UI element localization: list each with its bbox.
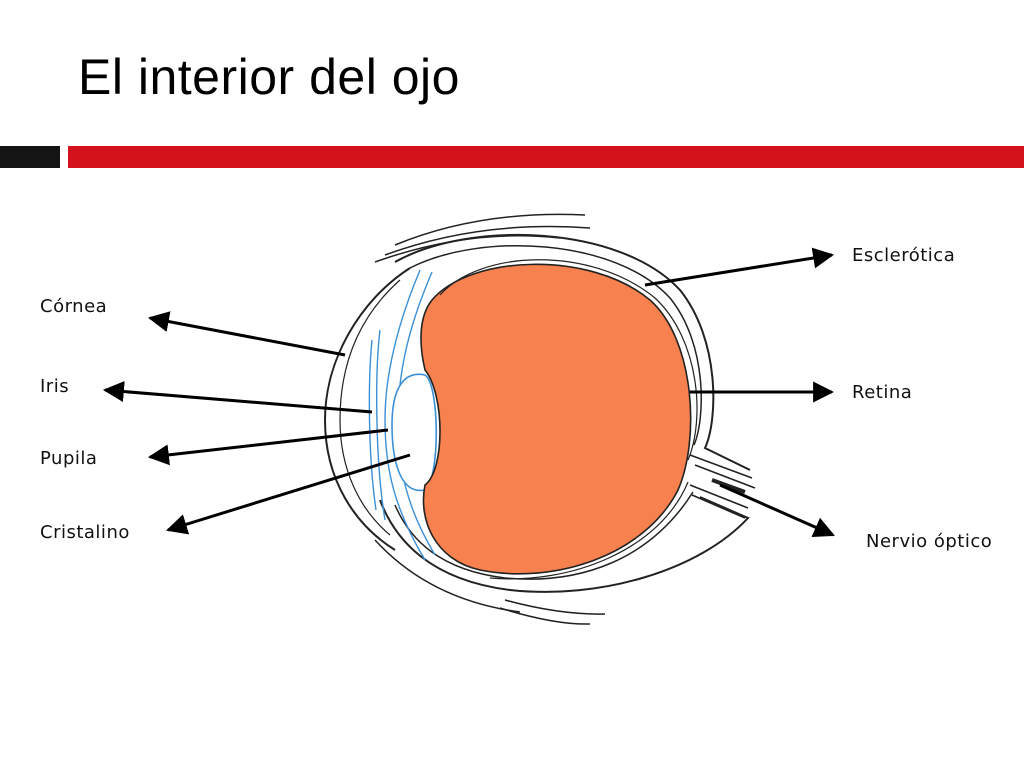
vitreous-body bbox=[420, 263, 692, 575]
eye-diagram: Córnea Iris Pupila Cristalino Esclerótic… bbox=[40, 213, 992, 625]
title-bar-dark-block bbox=[0, 146, 60, 168]
optic-nerve bbox=[689, 454, 756, 519]
cristalino-arrow bbox=[165, 453, 411, 535]
title-bar-red-stripe bbox=[68, 146, 1024, 168]
lower-lid-line-2 bbox=[504, 599, 606, 615]
slide-title: El interior del ojo bbox=[78, 49, 460, 105]
retina-layer-lower bbox=[489, 481, 689, 580]
label-cristalino: Cristalino bbox=[40, 522, 130, 543]
upper-lid-line-2 bbox=[384, 225, 591, 256]
label-iris: Iris bbox=[40, 376, 69, 397]
label-esclerotica: Esclerótica bbox=[852, 245, 955, 266]
label-pupila: Pupila bbox=[40, 448, 97, 469]
lower-lid-line-1 bbox=[374, 539, 521, 613]
pupila-arrow bbox=[147, 428, 389, 466]
esclerotica-arrow bbox=[644, 247, 835, 287]
upper-lid-line-1 bbox=[394, 213, 586, 246]
cornea-arrow bbox=[147, 311, 346, 357]
cornea-shape-inner bbox=[339, 279, 401, 536]
label-retina: Retina bbox=[852, 382, 912, 403]
iris-arrow bbox=[102, 381, 373, 414]
label-nervio-optico: Nervio óptico bbox=[866, 531, 992, 552]
label-cornea: Córnea bbox=[40, 296, 107, 317]
leader-arrows bbox=[102, 247, 835, 537]
lower-lid-line-3 bbox=[499, 607, 591, 625]
retina-layer bbox=[439, 259, 698, 461]
cornea-shape bbox=[323, 267, 411, 551]
nervio-arrow bbox=[719, 483, 835, 537]
lens-shape bbox=[391, 373, 438, 492]
